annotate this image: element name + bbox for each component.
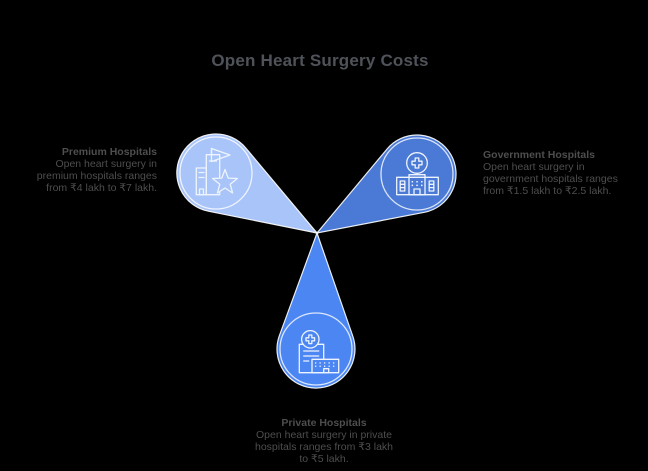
private-label: Private Hospitals Open heart surgery in … (228, 417, 420, 465)
government-circle-outline (380, 137, 454, 211)
government-heading: Government Hospitals (483, 149, 596, 161)
premium-building-flag-star-icon (195, 147, 239, 196)
clinic-building-plus-icon (298, 329, 340, 374)
private-description: Open heart surgery in private hospitals … (255, 429, 393, 465)
hospital-building-cross-icon (396, 152, 439, 196)
government-label: Government Hospitals Open heart surgery … (483, 149, 641, 197)
petal-government (315, 134, 457, 234)
premium-circle-outline (179, 136, 253, 210)
petal-private (276, 231, 356, 389)
private-heading: Private Hospitals (281, 417, 367, 429)
premium-description: Open heart surgery in premium hospitals … (36, 158, 157, 194)
clinic-window-dots (315, 362, 335, 367)
premium-label: Premium Hospitals Open heart surgery in … (7, 146, 157, 194)
hospital-window-dots (411, 181, 423, 187)
premium-heading: Premium Hospitals (61, 146, 157, 158)
private-circle-outline (279, 312, 353, 386)
page-title: Open Heart Surgery Costs (211, 51, 429, 70)
petal-premium (176, 133, 319, 234)
government-description: Open heart surgery in government hospita… (483, 161, 618, 197)
